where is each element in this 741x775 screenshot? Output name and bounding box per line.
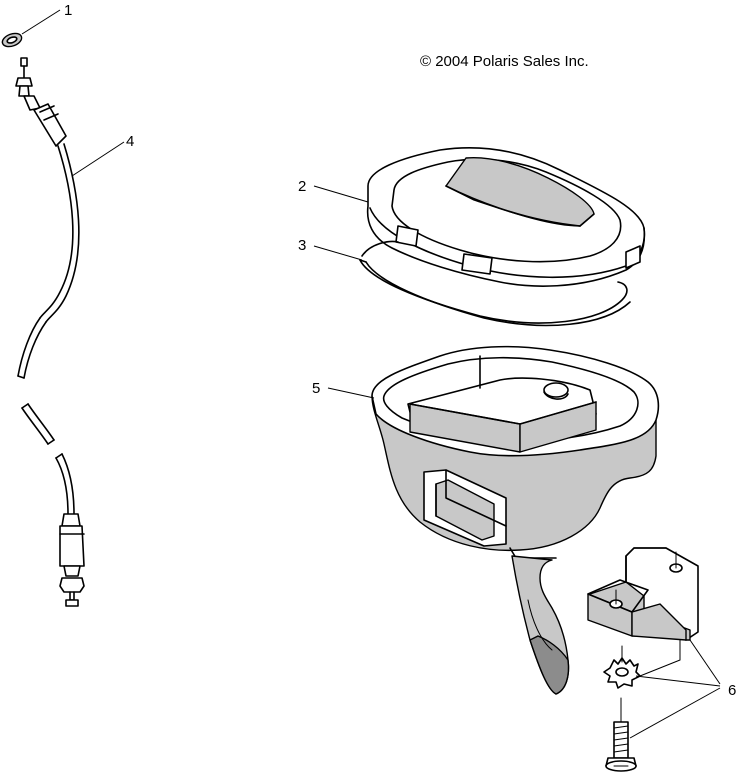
leader-6b — [689, 639, 721, 685]
part-3-gasket — [359, 240, 631, 327]
part-4-cable — [15, 57, 85, 607]
callout-5: 5 — [312, 380, 320, 397]
leader-5 — [327, 387, 375, 399]
callout-3: 3 — [298, 237, 306, 254]
leader-6c — [635, 675, 721, 687]
part-2-cover — [366, 146, 646, 287]
callout-2: 2 — [298, 178, 306, 195]
callout-1: 1 — [64, 2, 72, 19]
callout-4: 4 — [126, 133, 134, 150]
part-6-screw — [605, 697, 637, 772]
leader-4 — [71, 141, 125, 177]
part-6-clamp — [587, 547, 699, 641]
part-5-housing — [371, 345, 660, 695]
leader-3 — [313, 245, 363, 261]
part-6-washer — [603, 645, 641, 689]
part-1-ring — [1, 32, 23, 48]
copyright-text: © 2004 Polaris Sales Inc. — [420, 53, 589, 70]
leader-6a — [639, 640, 681, 677]
leader-2 — [313, 185, 369, 203]
leader-1 — [21, 9, 61, 35]
callout-6: 6 — [728, 682, 736, 699]
leader-6d — [629, 687, 721, 739]
